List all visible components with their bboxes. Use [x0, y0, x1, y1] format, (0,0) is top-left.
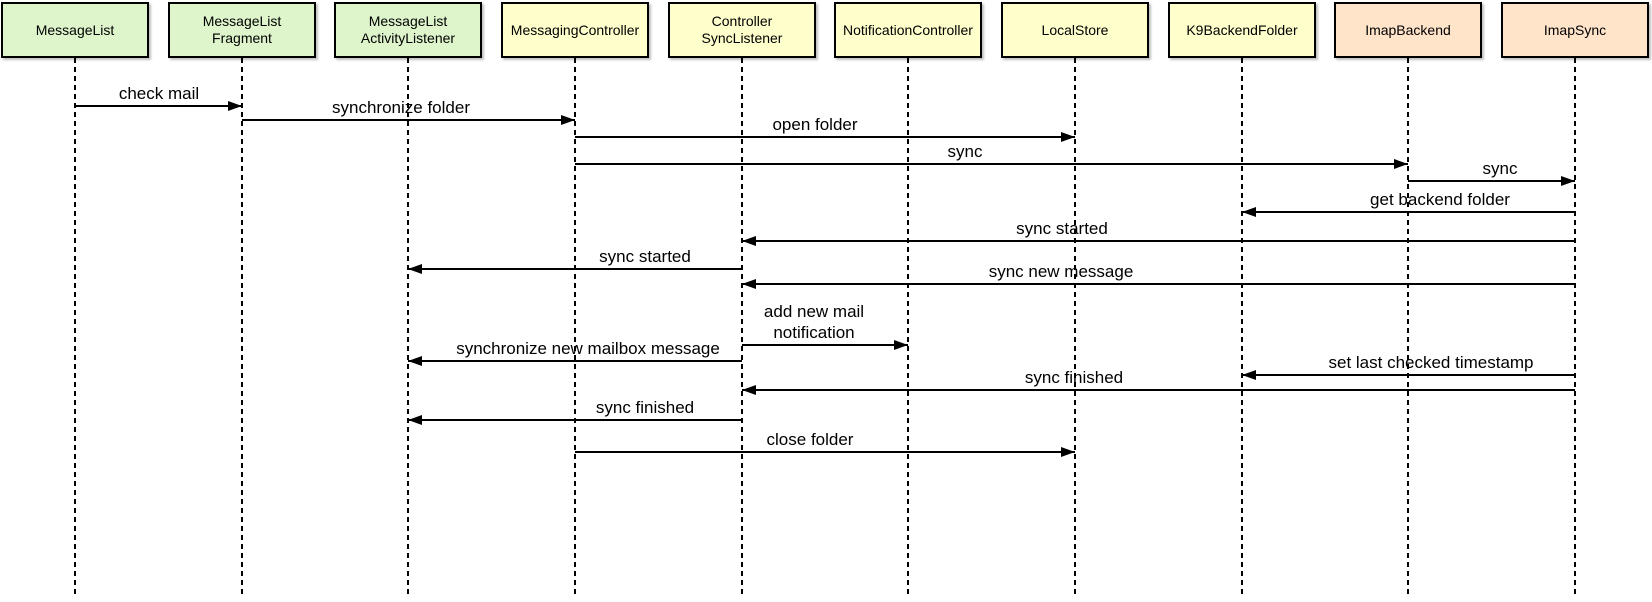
- arrowhead: [1061, 447, 1075, 457]
- message-label: sync started: [1016, 219, 1108, 238]
- actor-box-controller-sync-listener: Controller SyncListener: [668, 2, 816, 58]
- message-label: sync new message: [988, 262, 1134, 281]
- arrowhead: [408, 356, 422, 366]
- actor-label: LocalStore: [1041, 21, 1109, 38]
- actor-box-message-list: MessageList: [1, 2, 149, 58]
- message-line: [742, 283, 1575, 285]
- message-line: [1242, 211, 1575, 213]
- message-label: sync: [1482, 159, 1518, 178]
- lifeline-message-list-fragment: [241, 58, 243, 596]
- lifeline-imap-sync: [1574, 58, 1576, 596]
- actor-label: ImapSync: [1543, 21, 1607, 38]
- actor-label: MessageList Fragment: [202, 13, 282, 46]
- actor-box-k9-backend-folder: K9BackendFolder: [1168, 2, 1316, 58]
- message-label: check mail: [118, 84, 200, 103]
- actor-box-local-store: LocalStore: [1001, 2, 1149, 58]
- message-line: [575, 451, 1075, 453]
- arrowhead: [408, 264, 422, 274]
- message-line: [742, 389, 1575, 391]
- message-line: [742, 344, 908, 346]
- message-line: [742, 240, 1575, 242]
- actor-box-messaging-controller: MessagingController: [501, 2, 649, 58]
- actor-label: MessageList: [35, 21, 115, 38]
- actor-box-imap-sync: ImapSync: [1501, 2, 1649, 58]
- arrowhead: [742, 279, 756, 289]
- arrowhead: [742, 236, 756, 246]
- arrowhead: [228, 101, 242, 111]
- arrowhead: [1242, 207, 1256, 217]
- message-line: [75, 105, 242, 107]
- arrowhead: [894, 340, 908, 350]
- message-label: add new mail notification: [763, 302, 865, 342]
- message-line: [408, 268, 742, 270]
- arrowhead: [1561, 176, 1575, 186]
- lifeline-messaging-controller: [574, 58, 576, 596]
- message-line: [575, 136, 1075, 138]
- message-line: [575, 163, 1408, 165]
- message-line: [242, 119, 575, 121]
- actor-box-message-list-fragment: MessageList Fragment: [168, 2, 316, 58]
- message-label: sync: [947, 142, 983, 161]
- arrowhead: [408, 415, 422, 425]
- lifeline-local-store: [1074, 58, 1076, 596]
- message-line: [408, 419, 742, 421]
- message-line: [1408, 180, 1575, 182]
- lifeline-message-list: [74, 58, 76, 596]
- lifeline-notification-controller: [907, 58, 909, 596]
- lifeline-k9-backend-folder: [1241, 58, 1243, 596]
- message-label: open folder: [772, 115, 858, 134]
- actor-label: ImapBackend: [1365, 21, 1451, 38]
- lifeline-message-list-activity-listener: [407, 58, 409, 596]
- lifeline-imap-backend: [1407, 58, 1409, 596]
- actor-label: MessageList ActivityListener: [360, 13, 456, 46]
- actor-label: NotificationController: [843, 21, 973, 38]
- actor-box-notification-controller: NotificationController: [834, 2, 982, 58]
- message-label: sync started: [599, 247, 691, 266]
- actor-label: Controller SyncListener: [701, 13, 783, 46]
- arrowhead: [1061, 132, 1075, 142]
- arrowhead: [561, 115, 575, 125]
- message-label: sync finished: [1024, 368, 1124, 387]
- arrowhead: [1242, 370, 1256, 380]
- actor-box-imap-backend: ImapBackend: [1334, 2, 1482, 58]
- message-label: close folder: [766, 430, 854, 449]
- message-label: synchronize new mailbox message: [456, 339, 720, 358]
- message-label: get backend folder: [1370, 190, 1510, 209]
- message-line: [408, 360, 742, 362]
- lifeline-controller-sync-listener: [741, 58, 743, 596]
- actor-box-message-list-activity-listener: MessageList ActivityListener: [334, 2, 482, 58]
- message-label: set last checked timestamp: [1328, 353, 1534, 372]
- message-label: synchronize folder: [332, 98, 470, 117]
- arrowhead: [1394, 159, 1408, 169]
- message-label: sync finished: [595, 398, 695, 417]
- message-line: [1242, 374, 1575, 376]
- actor-label: K9BackendFolder: [1186, 21, 1298, 38]
- actor-label: MessagingController: [510, 21, 640, 38]
- arrowhead: [742, 385, 756, 395]
